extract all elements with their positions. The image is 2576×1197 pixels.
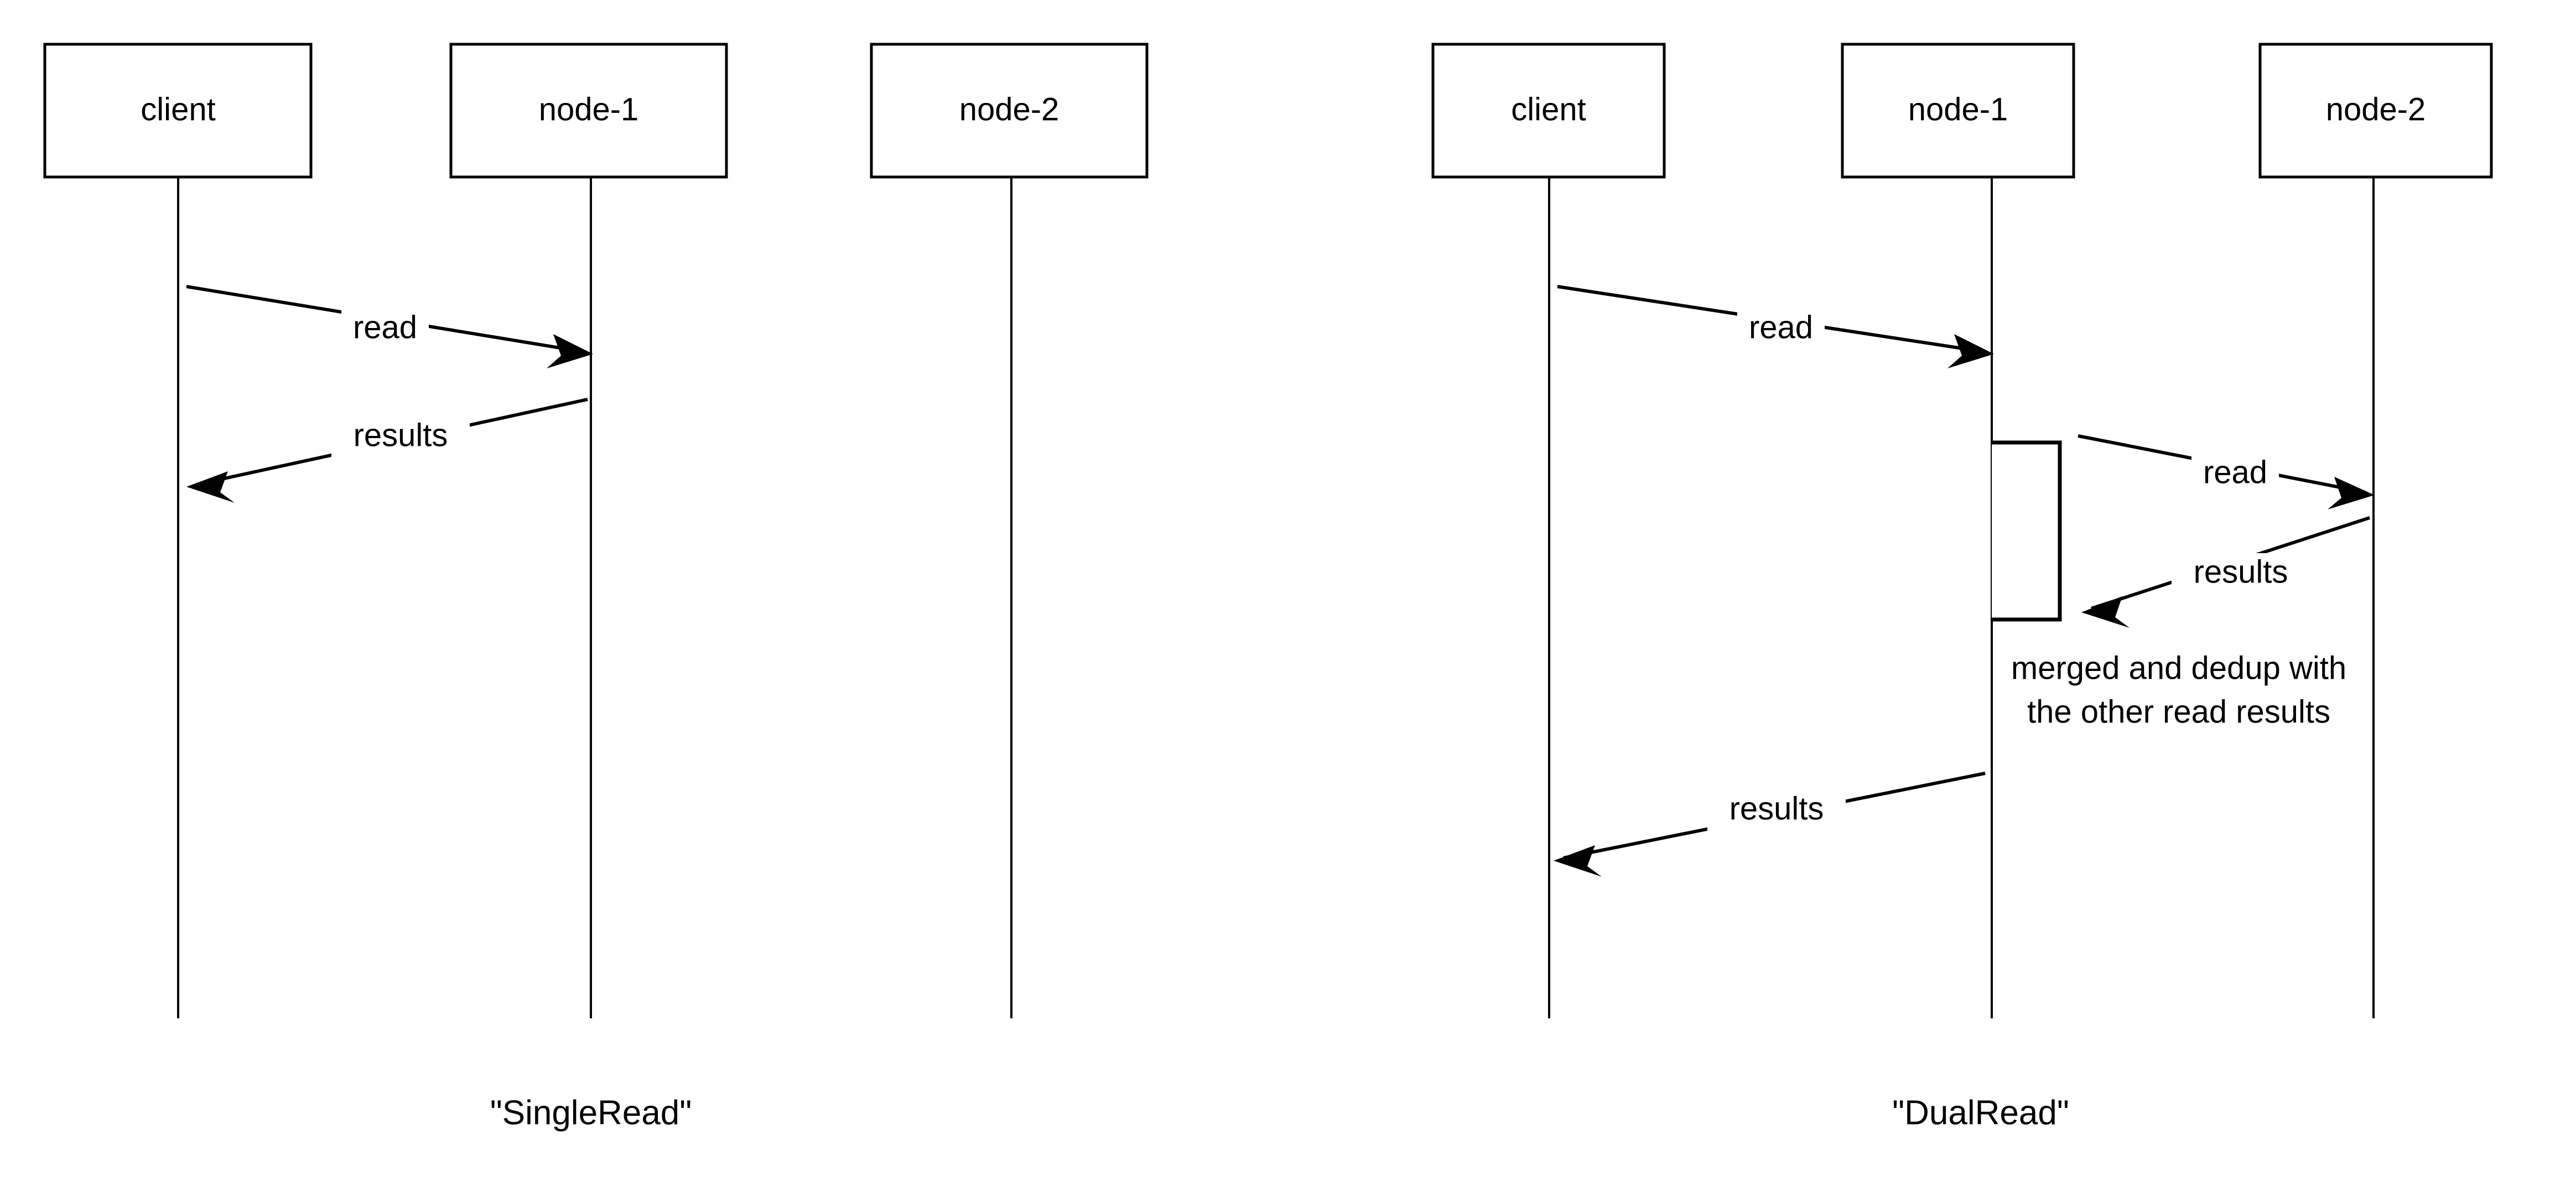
message-results-node1-to-client[interactable]: results <box>1554 772 1986 877</box>
message-label-results: results <box>354 417 448 453</box>
message-label-results-2: results <box>1730 790 1824 826</box>
participant-box-client[interactable] <box>43 43 313 179</box>
participant-box-node-1[interactable] <box>449 43 728 179</box>
diagram-caption-dual-read: "DualRead" <box>1892 1094 2069 1132</box>
diagram-single-read: client node-1 node-2 read results "Singl… <box>43 43 1149 1132</box>
participant-label-client: client <box>1511 91 1586 127</box>
participant-label-node-2: node-2 <box>2326 91 2426 127</box>
note-line-1: merged and dedup with <box>2011 650 2346 686</box>
arrowhead-left-icon <box>1554 845 1602 877</box>
message-read-node1-to-node2[interactable]: read <box>2078 434 2375 509</box>
note-merged-dedup: merged and dedup with the other read res… <box>2011 650 2346 730</box>
message-label-read-2: read <box>2203 454 2267 490</box>
activation-bar-node-1 <box>1992 440 2062 622</box>
message-label-read-1: read <box>1749 309 1813 345</box>
participant-label-client: client <box>141 91 215 127</box>
participant-label-node-2: node-2 <box>959 91 1060 127</box>
participant-box-node-2[interactable] <box>2258 43 2493 179</box>
message-label-results-1: results <box>2194 554 2288 590</box>
message-read-client-to-node1[interactable]: read <box>1557 285 1994 368</box>
message-results-node1-to-client[interactable]: results <box>186 398 588 503</box>
participant-box-node-1[interactable] <box>1841 43 2075 179</box>
arrowhead-right-icon <box>1947 334 1994 368</box>
participant-label-node-1: node-1 <box>1908 91 2008 127</box>
message-results-node2-to-node1[interactable]: results <box>2081 516 2370 628</box>
arrowhead-right-icon <box>2328 477 2375 509</box>
participant-box-node-2[interactable] <box>870 43 1149 179</box>
diagram-caption-single-read: "SingleRead" <box>490 1094 692 1132</box>
diagram-dual-read: client node-1 node-2 read read <box>1431 43 2493 1132</box>
note-line-2: the other read results <box>2027 694 2330 730</box>
message-read-client-to-node1[interactable]: read <box>186 285 593 368</box>
message-label-read: read <box>353 309 417 345</box>
arrowhead-left-icon <box>2081 596 2130 628</box>
arrowhead-left-icon <box>186 471 235 503</box>
participant-box-client[interactable] <box>1431 43 1666 179</box>
arrowhead-right-icon <box>547 334 593 368</box>
participant-label-node-1: node-1 <box>539 91 639 127</box>
